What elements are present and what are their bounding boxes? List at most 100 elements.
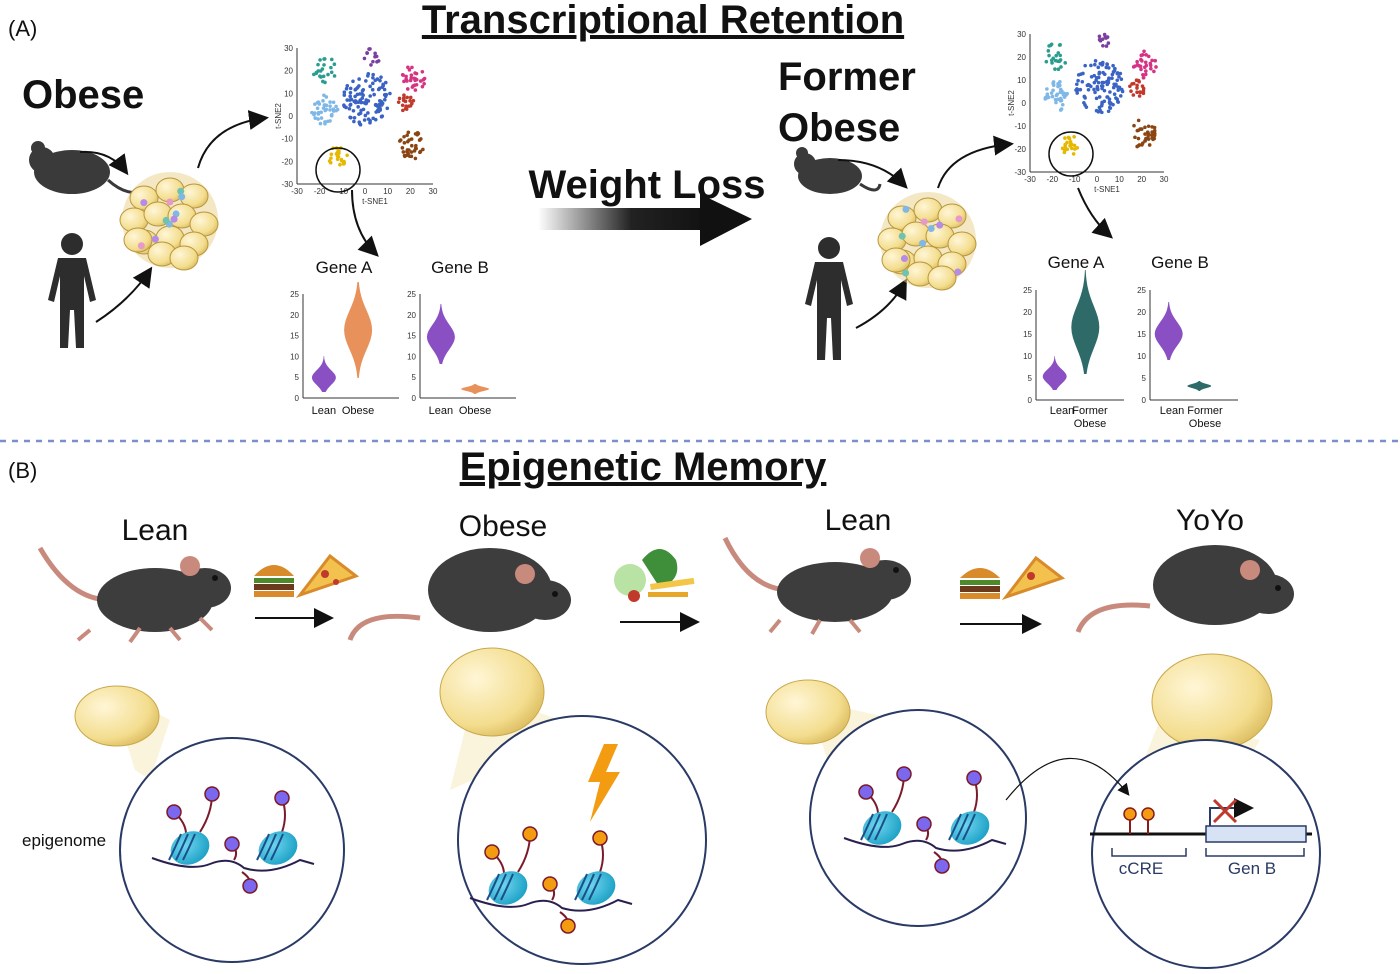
violin-y-tick: 15 <box>1137 330 1146 339</box>
violin-title-gene-b-right: Gene B <box>1151 253 1209 272</box>
tsne-point <box>378 99 382 103</box>
tsne-point <box>1086 87 1091 92</box>
tsne-point <box>1060 146 1065 151</box>
fat-cell-lean-1 <box>74 685 160 747</box>
tsne-point <box>1094 96 1099 101</box>
tsne-point <box>385 106 390 111</box>
tsne-y-tick: -20 <box>281 157 293 166</box>
violin-y-tick: 10 <box>290 352 299 361</box>
tsne-point <box>324 103 329 108</box>
tsne-point <box>1151 137 1155 142</box>
tsne-point <box>1075 87 1079 91</box>
tsne-point <box>1066 135 1071 140</box>
tsne-point <box>1143 60 1148 65</box>
tsne-point <box>420 84 425 89</box>
tsne-point <box>329 70 334 75</box>
tsne-xlabel: t-SNE1 <box>362 197 388 206</box>
tsne-point <box>408 78 413 83</box>
tsne-point <box>348 98 352 102</box>
obese-label: Obese <box>22 73 144 117</box>
tsne-point <box>366 99 371 103</box>
tsne-point <box>348 94 353 99</box>
tsne-point <box>372 92 376 97</box>
tsne-point <box>400 103 405 108</box>
violin-label-former-a-right: Former <box>1072 405 1108 417</box>
epigenome-label: epigenome <box>22 831 106 850</box>
violin-y-tick: 0 <box>295 394 300 403</box>
stage-label-obese: Obese <box>459 510 547 543</box>
tsne-point <box>1150 125 1154 129</box>
histone-mark <box>199 786 220 833</box>
tsne-point <box>401 108 405 113</box>
tsne-point <box>353 100 358 105</box>
tsne-highlight-circle <box>1048 131 1094 177</box>
dna-strand <box>843 837 1007 852</box>
tsne-point <box>1094 108 1099 113</box>
tsne-point <box>328 100 332 104</box>
tsne-point <box>1043 95 1048 100</box>
tsne-point <box>1089 74 1094 79</box>
weight-loss-arrow <box>538 194 752 246</box>
immune-cell <box>137 242 145 250</box>
tsne-point <box>342 90 347 94</box>
tsne-point <box>1145 130 1150 134</box>
tsne-point <box>408 95 413 100</box>
violin-y-tick: 5 <box>1142 374 1147 383</box>
tsne-point <box>410 101 414 106</box>
tsne-point <box>1096 75 1101 80</box>
tsne-y-tick: -10 <box>1014 122 1026 131</box>
chromatin-lean-2 <box>843 766 1007 874</box>
tsne-point <box>368 94 372 98</box>
immune-cell <box>162 216 170 224</box>
tsne-point <box>329 65 333 70</box>
tsne-point <box>407 148 411 152</box>
arrow-tissue-to-tsne-left <box>197 110 269 169</box>
tsne-point <box>1118 94 1123 98</box>
adipose-tissue-right <box>877 192 977 291</box>
tsne-point <box>319 116 324 120</box>
tsne-point <box>1107 97 1112 102</box>
tsne-point <box>362 118 367 122</box>
violin-y-tick: 5 <box>412 373 417 382</box>
tsne-point <box>366 71 371 76</box>
tsne-point <box>1146 133 1150 138</box>
tsne-point <box>313 116 318 120</box>
tsne-point <box>312 72 316 77</box>
tsne-point <box>405 139 410 144</box>
tsne-point <box>378 78 382 83</box>
tsne-point <box>341 162 346 166</box>
tsne-point <box>1047 53 1051 58</box>
tsne-point <box>1100 80 1104 85</box>
tsne-point <box>405 79 409 83</box>
tsne-point <box>402 134 406 139</box>
tsne-point <box>1142 49 1146 54</box>
tsne-point <box>1089 63 1093 68</box>
tsne-point <box>369 63 373 67</box>
lean-mouse-1 <box>37 546 231 644</box>
tsne-point <box>1115 71 1120 76</box>
tsne-point <box>348 86 353 91</box>
tsne-point <box>1136 118 1141 123</box>
tsne-point <box>400 72 405 77</box>
tsne-point <box>1134 78 1139 83</box>
violin-group-label: Obese <box>342 405 374 417</box>
gene-b-label: Gen B <box>1228 859 1276 878</box>
immune-cell <box>151 235 159 243</box>
tsne-point <box>1153 58 1158 63</box>
tsne-point <box>370 87 375 92</box>
tsne-point <box>1139 67 1143 72</box>
tsne-point <box>1057 43 1062 47</box>
nucleosome <box>574 871 616 905</box>
tsne-point <box>407 104 411 108</box>
tsne-point <box>1075 82 1079 87</box>
tsne-point <box>1050 61 1054 65</box>
tsne-y-tick: 30 <box>1017 30 1026 39</box>
violin-group-label: Lean <box>429 405 453 417</box>
violin-shape <box>1154 302 1183 360</box>
tsne-point <box>361 107 366 112</box>
tsne-point <box>1114 82 1118 87</box>
tsne-point <box>398 138 403 142</box>
immune-cell <box>902 205 910 213</box>
vegetables-icon <box>614 549 695 602</box>
tsne-y-tick: 20 <box>284 67 293 76</box>
